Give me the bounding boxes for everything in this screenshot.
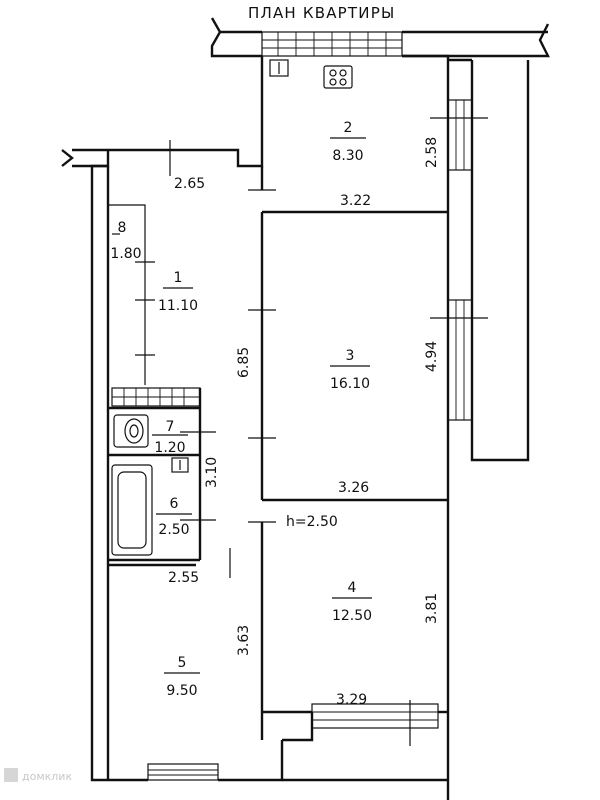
- dim-2-65: 2.65: [174, 176, 205, 192]
- sink-icon: [171, 457, 189, 473]
- toilet-icon: [113, 414, 149, 448]
- room-area: 9.50: [166, 683, 197, 699]
- room-number: 7: [166, 419, 175, 435]
- plan-title: ПЛАН КВАРТИРЫ: [248, 4, 395, 22]
- dim-3-81: 3.81: [424, 593, 440, 624]
- top-window: [261, 31, 403, 57]
- room-number: 2: [344, 120, 353, 136]
- exterior-walls: [90, 54, 530, 800]
- room-number: 3: [346, 348, 355, 364]
- bottom-window-room5: [147, 763, 219, 781]
- dim-3-63: 3.63: [236, 625, 252, 656]
- watermark-logo: домклик: [4, 768, 72, 783]
- corridor-radiator: [111, 387, 201, 407]
- dim-3-29: 3.29: [336, 692, 367, 708]
- bathtub-icon: [111, 464, 153, 556]
- dim-2-55: 2.55: [168, 570, 199, 586]
- room-label-1: 1 11.10: [158, 270, 198, 314]
- building-outline: [61, 17, 550, 168]
- room-label-2: 2 8.30: [330, 120, 366, 164]
- kitchen-sink-icon: [269, 59, 289, 77]
- room-area: 16.10: [330, 376, 370, 392]
- room-number: 4: [348, 580, 357, 596]
- dimensions: 2.65 3.22 2.58 6.85 4.94 3.10 3.26 2.55 …: [168, 137, 440, 708]
- inner-walls: [106, 166, 448, 780]
- room-label-7: 7 1.20: [152, 419, 188, 456]
- room-label-6: 6 2.50: [156, 496, 192, 538]
- room-number: 1: [174, 270, 183, 286]
- dim-3-26: 3.26: [338, 480, 369, 496]
- watermark-text: домклик: [22, 770, 72, 783]
- dim-3-10: 3.10: [204, 457, 220, 488]
- room-area: 11.10: [158, 298, 198, 314]
- bottom-window-room4: [311, 700, 439, 746]
- room-area: 2.50: [158, 522, 189, 538]
- stove-icon: [323, 65, 353, 89]
- room-number: 6: [170, 496, 179, 512]
- dim-3-22: 3.22: [340, 193, 371, 209]
- dim-2-58: 2.58: [424, 137, 440, 168]
- room-area: 1.80: [110, 246, 141, 262]
- dim-4-94: 4.94: [424, 341, 440, 372]
- right-windows: [430, 99, 488, 421]
- room-label-8: 8 1.80: [110, 220, 141, 262]
- door-marks: [169, 140, 276, 578]
- dim-6-85: 6.85: [236, 347, 252, 378]
- room-number: 5: [178, 655, 187, 671]
- room-label-4: 4 12.50: [332, 580, 372, 624]
- ceiling-height: h=2.50: [286, 514, 338, 530]
- room-area: 12.50: [332, 608, 372, 624]
- room-label-5: 5 9.50: [164, 655, 200, 699]
- room-area: 8.30: [332, 148, 363, 164]
- room-area: 1.20: [154, 440, 185, 456]
- room-label-3: 3 16.10: [330, 348, 370, 392]
- room-number: 8: [118, 220, 127, 236]
- wardrobe-marks: [112, 233, 155, 356]
